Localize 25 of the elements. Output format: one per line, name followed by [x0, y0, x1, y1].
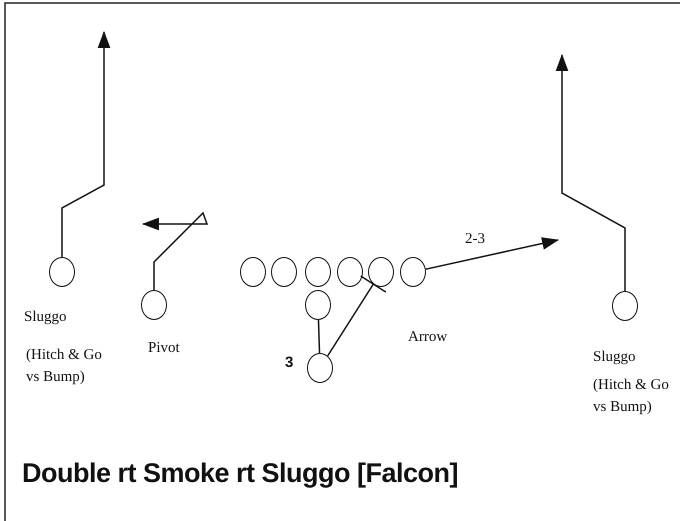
player-circle	[141, 290, 167, 320]
player-circle	[307, 353, 333, 383]
player-circle	[612, 291, 638, 321]
player-circle	[337, 257, 363, 287]
route-name: Sluggo	[593, 348, 637, 367]
route-arrow	[61, 30, 110, 257]
player-circle	[400, 257, 426, 287]
route-arrow	[142, 212, 208, 290]
player-circle	[368, 257, 394, 287]
player-circle	[305, 290, 331, 320]
player-circle	[49, 257, 75, 287]
connector-line	[318, 320, 320, 354]
connector-line	[327, 275, 387, 356]
player-circle	[305, 257, 331, 287]
play-title: Double rt Smoke rt Sluggo [Falcon]	[22, 458, 458, 489]
route-name: Sluggo	[24, 308, 68, 327]
route-arrow	[556, 54, 626, 291]
player-circle	[240, 257, 266, 287]
route-name: Pivot	[148, 339, 181, 358]
route-arrow	[426, 237, 560, 270]
route-note: (Hitch & Go vs Bump)	[26, 346, 103, 387]
route-name: Arrow	[408, 328, 448, 347]
player-number: 3	[285, 353, 294, 373]
player-circle	[271, 257, 297, 287]
route-note: (Hitch & Go vs Bump)	[593, 376, 670, 417]
